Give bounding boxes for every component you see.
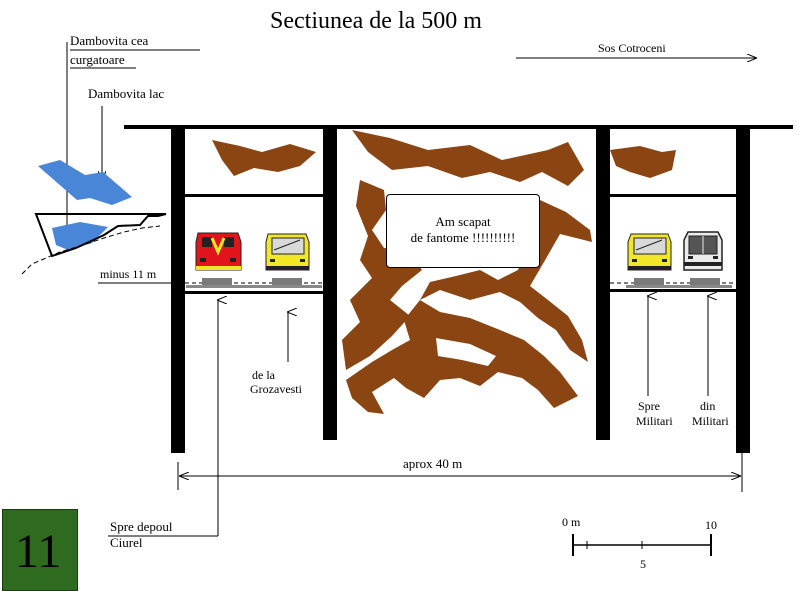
label-curgatoare: curgatoare	[70, 52, 125, 67]
rock-strata-left	[212, 140, 316, 176]
label-spre: Spre	[638, 399, 660, 413]
slab-right-top	[610, 194, 736, 197]
platform-left	[185, 291, 323, 294]
label-militari-spre: Militari	[636, 414, 673, 428]
callout-line-2: de fantome !!!!!!!!!!	[410, 229, 516, 245]
brown-rock-strata	[342, 130, 592, 414]
dambovita-lake-water	[38, 160, 132, 205]
rock-strata-right	[610, 146, 676, 178]
callout-box: Am scapat de fantome !!!!!!!!!!	[386, 194, 540, 268]
track-bed-left	[186, 285, 322, 288]
label-militari-din: Militari	[692, 414, 729, 428]
label-spre-depoul: Spre depoul	[110, 519, 173, 534]
label-aprox-40m: aprox 40 m	[403, 456, 463, 471]
wall-left-inner	[323, 128, 337, 440]
label-grozavesti: Grozavesti	[250, 382, 302, 396]
ground-surface-line	[124, 125, 793, 129]
yellow-train-left	[265, 233, 310, 285]
platform-right	[610, 289, 736, 292]
label-sos-cotroceni: Sos Cotroceni	[598, 41, 666, 55]
page-title: Sectiunea de la 500 m	[270, 8, 482, 34]
label-ciurel: Ciurel	[110, 535, 143, 550]
riverbed-ground-line	[21, 225, 161, 275]
label-din: din	[700, 399, 716, 413]
wall-left-outer	[171, 128, 185, 453]
label-minus-11: minus 11 m	[100, 267, 157, 281]
silver-train-right	[683, 231, 723, 285]
dambovita-river-water	[52, 222, 108, 250]
yellow-train-right	[627, 233, 672, 285]
wall-right-inner	[596, 128, 610, 440]
slab-left-top	[185, 194, 323, 197]
red-train-front	[195, 232, 242, 285]
page-number-badge: 11	[2, 509, 78, 591]
track-bed-right	[626, 285, 732, 288]
page-number: 11	[15, 525, 62, 578]
callout-line-1: Am scapat	[435, 214, 491, 229]
label-de-la: de la	[252, 368, 275, 382]
scale-label-10: 10	[705, 518, 717, 532]
label-dambovita-cea: Dambovita cea	[70, 33, 149, 48]
scale-label-0m: 0 m	[562, 515, 581, 529]
scale-label-5: 5	[640, 557, 646, 571]
wall-right-outer	[736, 128, 750, 453]
riverbed-contour	[34, 213, 167, 258]
scale-bar	[572, 534, 712, 556]
label-dambovita-lac: Dambovita lac	[88, 86, 165, 101]
